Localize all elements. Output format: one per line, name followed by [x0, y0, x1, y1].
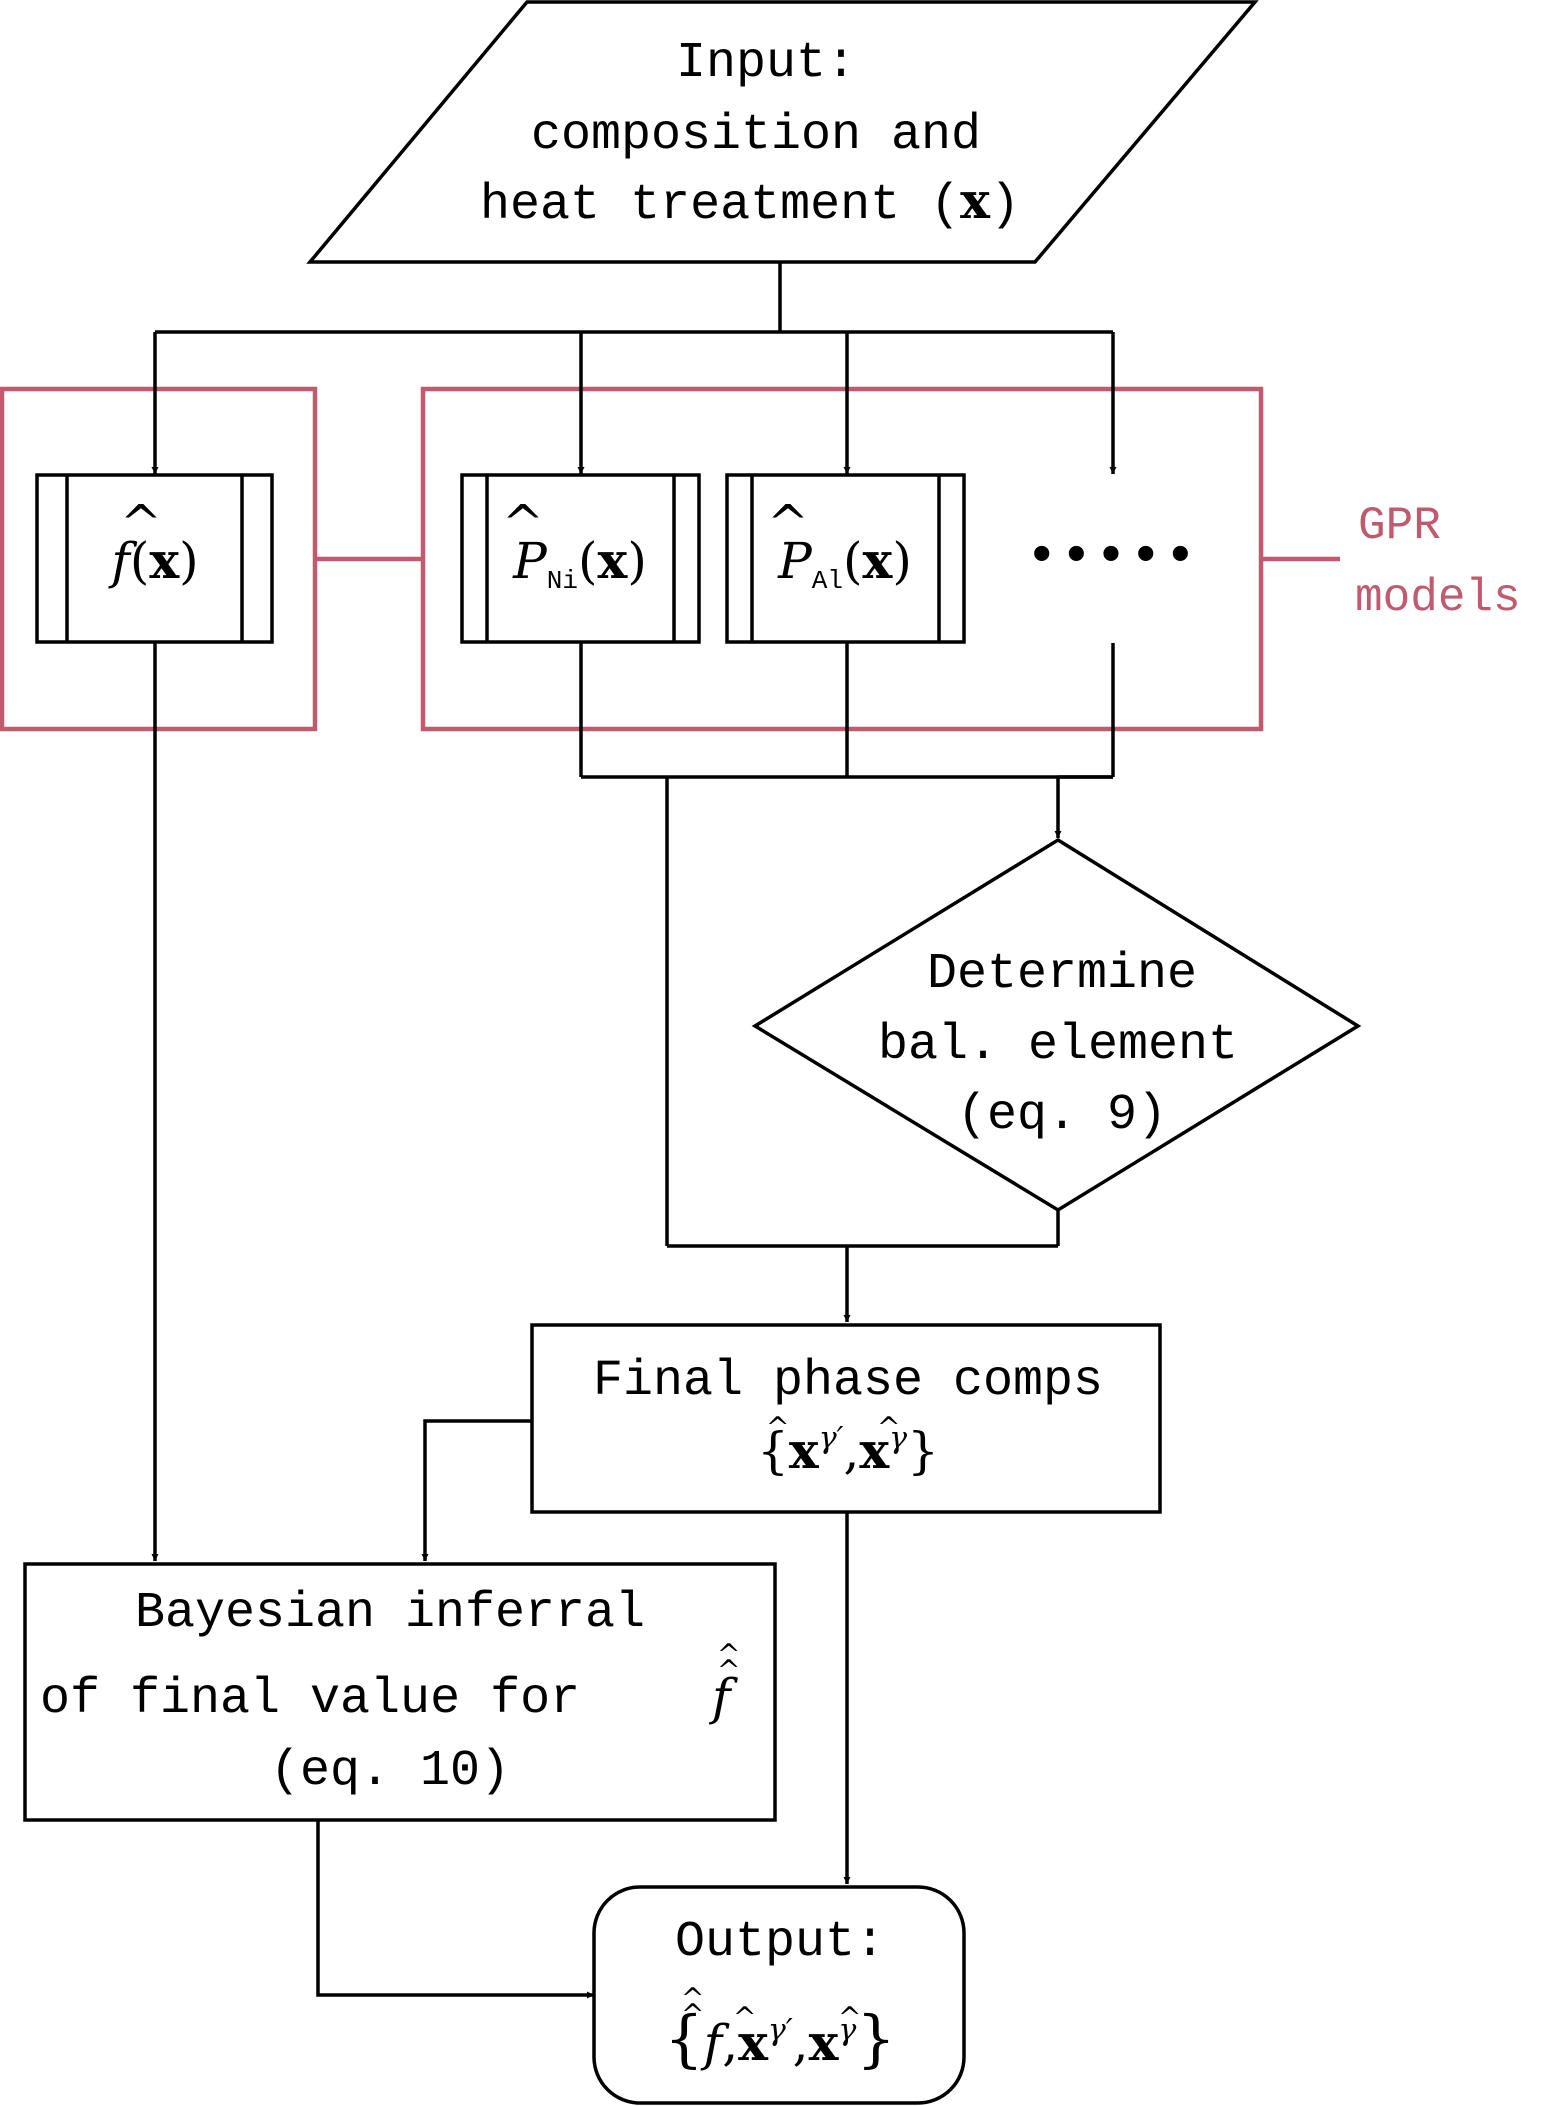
gpr-label-line2: models [1355, 572, 1521, 624]
output-line1: Output: [675, 1914, 885, 1971]
bayesian-line2: of final value for [40, 1671, 580, 1728]
model-f-box [35, 473, 274, 644]
bayesian-node: Bayesian inferral of final value for ^ ^… [23, 1562, 777, 1822]
final-phase-node: Final phase comps ^ ^ {xγ′,xγ} [530, 1323, 1162, 1514]
determine-line2: bal. element [878, 1017, 1238, 1074]
arrow-final-to-bayesian [421, 1419, 532, 1561]
final-phase-hat1: ^ [766, 1411, 789, 1444]
model-pal-box [725, 473, 966, 644]
output-node: Output: ^ ^ ^ ^ {f,xγ′,xγ} [592, 1885, 966, 2105]
determine-diamond [751, 837, 1362, 1213]
model-pni-hat: ^ [502, 494, 544, 552]
output-hat-x2: ^ [838, 2001, 861, 2034]
bayesian-hat-hat: ^ [717, 1638, 740, 1671]
output-line2: {f,xγ′,xγ} [664, 2002, 896, 2075]
determine-line1: Determine [927, 946, 1197, 1003]
final-phase-box [530, 1323, 1162, 1514]
final-phase-line2: {xγ′,xγ} [757, 1421, 939, 1480]
output-hat-x1: ^ [733, 2001, 756, 2034]
final-phase-hat2: ^ [877, 1411, 900, 1444]
bayesian-box [23, 1562, 777, 1822]
model-f-hat: ^ [120, 494, 162, 552]
model-pal: ^ PAl(x) [725, 473, 966, 644]
input-parallelogram [306, 0, 1259, 264]
input-line3: heat treatment (x) [480, 171, 1020, 234]
output-hat-hat: ^ [681, 1982, 704, 2015]
model-pni-box [460, 473, 701, 644]
output-hat: ^ [681, 1998, 704, 2031]
model-f: ^ f(x) [35, 473, 274, 644]
more-models-ellipsis: ••••• [1026, 526, 1199, 586]
determine-node: Determine bal. element (eq. 9) [751, 837, 1362, 1213]
input-node: Input: composition and heat treatment (x… [306, 0, 1259, 264]
gpr-group: GPR models [0, 386, 1521, 732]
model-pal-hat: ^ [767, 494, 809, 552]
output-box [592, 1885, 966, 2105]
bayesian-line1: Bayesian inferral [135, 1585, 645, 1642]
bayesian-line3: (eq. 10) [270, 1743, 510, 1800]
edges [151, 262, 1117, 1999]
model-pni: ^ PNi(x) [460, 473, 701, 644]
determine-line3: (eq. 9) [957, 1087, 1167, 1144]
gpr-label-line1: GPR [1358, 500, 1441, 552]
model-pal-label: PAl(x) [777, 531, 912, 596]
input-line1: Input: [676, 35, 856, 92]
bayesian-hat: ^ [717, 1654, 740, 1687]
input-line2: composition and [531, 107, 981, 164]
final-phase-line1: Final phase comps [593, 1353, 1103, 1410]
arrow-bayesian-to-output [316, 1821, 594, 1999]
model-f-label: f(x) [107, 531, 198, 590]
model-pni-label: PNi(x) [512, 531, 647, 596]
